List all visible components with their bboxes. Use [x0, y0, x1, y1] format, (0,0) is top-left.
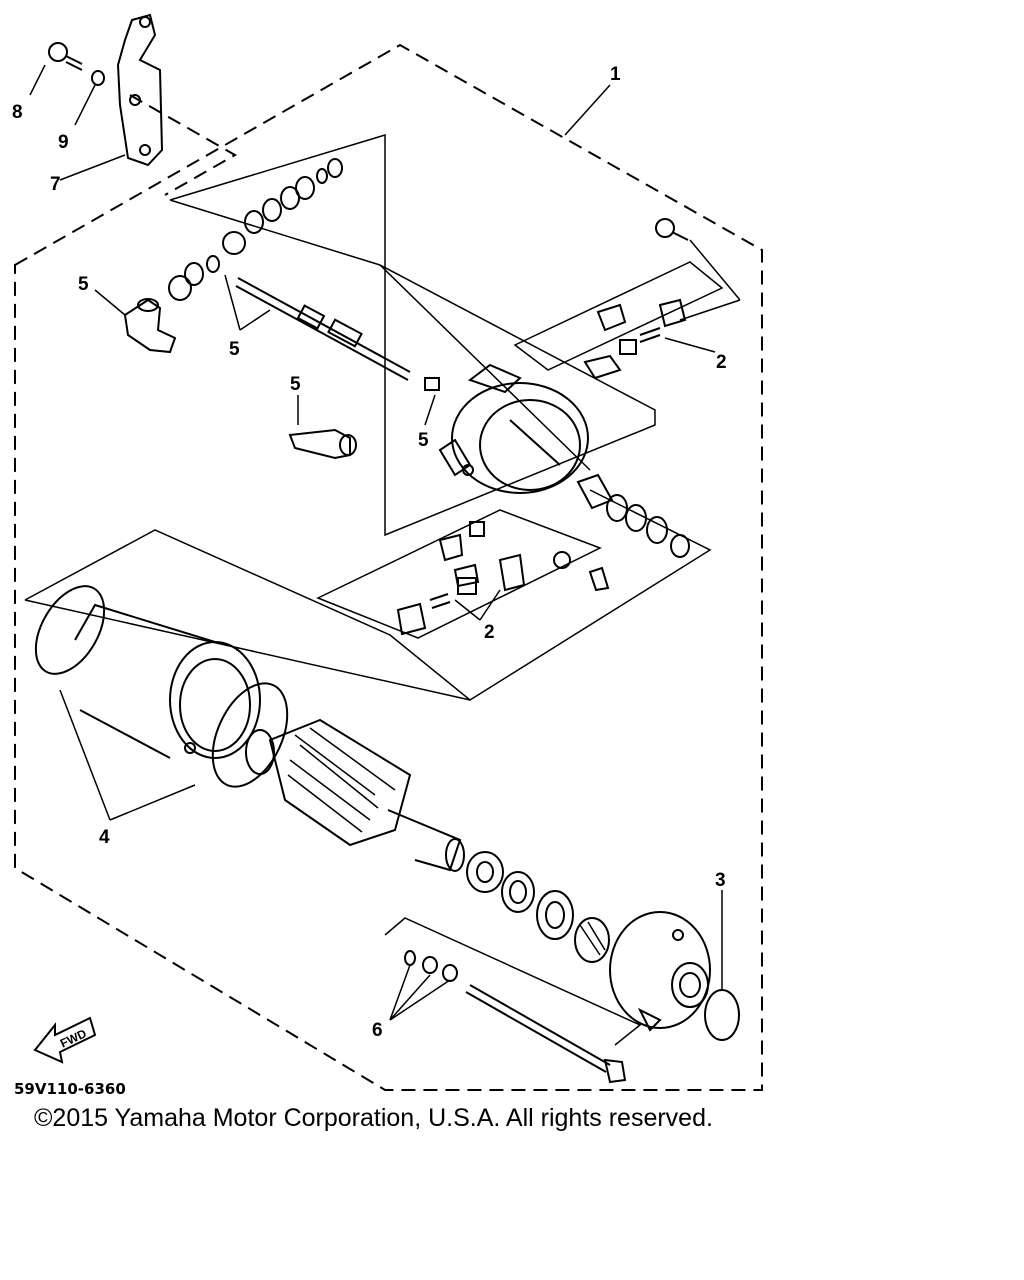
end-cover-frame	[169, 133, 656, 537]
armature	[245, 718, 465, 872]
diagram-ref-code: 59V110-6360	[14, 1080, 126, 1098]
assembly-outline	[14, 43, 763, 1091]
brush-holder-lower	[396, 521, 526, 636]
yoke-frame-base	[24, 599, 471, 701]
bolt-8	[48, 42, 83, 71]
front-washers-bearing	[466, 851, 610, 963]
callout-3: 3	[715, 870, 726, 891]
callout-5-lower: 5	[290, 374, 301, 395]
callout-1: 1	[610, 64, 621, 85]
yoke-frame	[24, 489, 712, 701]
exploded-parts-diagram: FWD 1 2 2 3 4 5 5 5 5 6 7 8 9 59V110-636…	[12, 13, 763, 1098]
front-cover	[609, 911, 711, 1032]
callout-7: 7	[50, 174, 61, 195]
callout-2-upper: 2	[716, 352, 727, 373]
callout-9: 9	[58, 132, 69, 153]
callout-6: 6	[372, 1020, 383, 1041]
insulator-bushing-center	[288, 428, 357, 460]
brush-frame-upper	[513, 261, 724, 371]
callout-2-lower: 2	[484, 622, 495, 643]
callout-5-right: 5	[418, 430, 429, 451]
insulator-bushing-left	[123, 298, 177, 354]
copyright-notice: ©2015 Yamaha Motor Corporation, U.S.A. A…	[34, 1104, 713, 1132]
terminal-clip	[424, 377, 440, 391]
o-ring-lower	[211, 682, 289, 788]
callout-8: 8	[12, 102, 23, 123]
brush-holder-upper	[583, 218, 689, 380]
terminal-bolt	[235, 277, 411, 381]
terminal-washers	[168, 158, 343, 301]
through-bolt	[465, 984, 627, 1084]
o-ring-upper	[34, 585, 106, 675]
callout-4: 4	[99, 827, 110, 848]
bracket	[116, 13, 164, 167]
brush-frame-lower	[316, 509, 602, 639]
yoke-housing	[74, 603, 261, 759]
rear-bushing-washers	[553, 473, 690, 592]
front-cover-frame	[384, 917, 642, 1046]
washer-9	[91, 70, 105, 86]
washers-6	[404, 950, 458, 982]
callout-leaders	[29, 64, 741, 1021]
fwd-arrow-label: FWD	[58, 1026, 89, 1050]
callout-5-left: 5	[78, 274, 89, 295]
o-ring-3	[704, 989, 740, 1041]
fwd-arrow-icon: FWD	[33, 1016, 97, 1064]
bracket-group-line	[129, 94, 238, 196]
rear-end-cover	[438, 363, 589, 494]
callout-5-mid: 5	[229, 339, 240, 360]
